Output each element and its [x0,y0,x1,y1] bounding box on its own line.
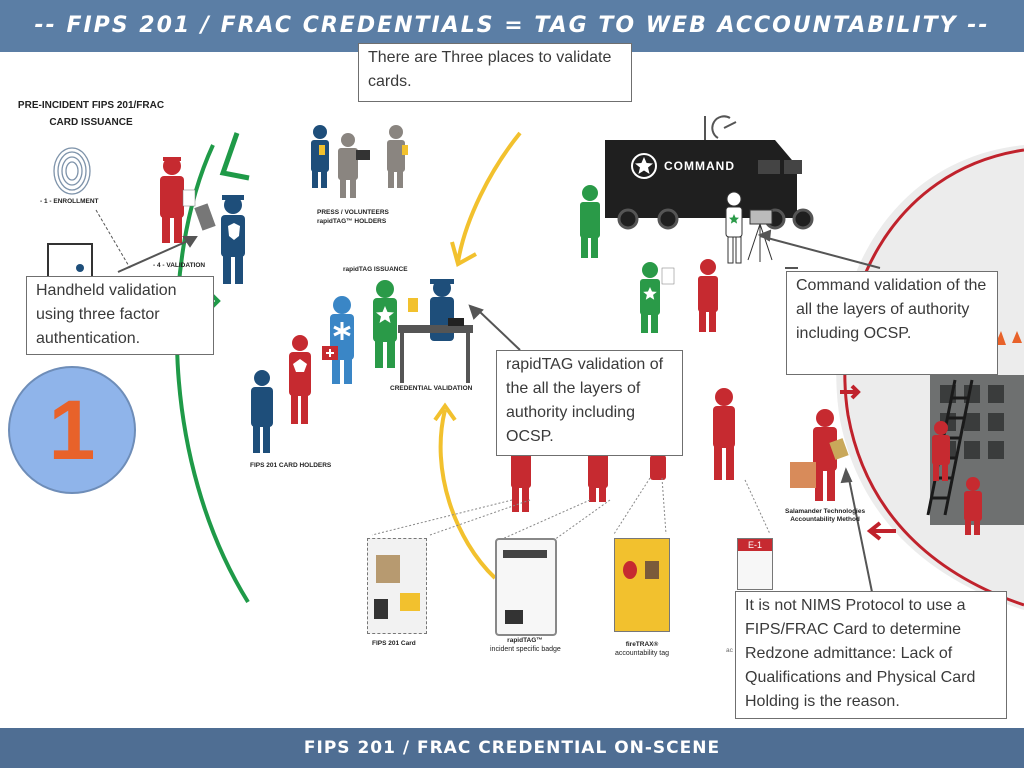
salamander-label: Salamander Technologies Accountability M… [785,508,865,524]
maltese-cross-icon [293,359,307,372]
firetrax-caption: fireTRAX® accountability tag [607,640,677,658]
command-truck-icon [605,140,814,230]
command-truck-label: COMMAND [664,159,735,173]
pre-incident-heading: PRE-INCIDENT FIPS 201/FRAC CARD ISSUANCE [16,97,166,131]
enrollment-label: - 1 - ENROLLMENT [40,198,99,205]
responder-green-figure [580,185,600,258]
firefighter-figure [160,157,184,243]
building-firefighters [932,421,982,535]
press-figures [311,125,408,198]
page-title: -- FIPS 201 / FRAC CREDENTIALS = TAG TO … [34,13,990,38]
satellite-dish-icon [704,115,737,140]
press-label-line2: rapidTAG™ HOLDERS [317,218,387,225]
command-operator-figure [725,191,773,264]
fireground-scene [836,145,1024,610]
firetrax-title: fireTRAX® [625,641,659,648]
rapidtag-badge-image [495,538,557,636]
callout-pointers [117,229,881,593]
yellow-flow-arc [456,131,522,263]
green-flow-arc [174,144,250,604]
rapidtag-badge-subtitle: incident specific badge [490,646,561,653]
firefighter-row [511,388,735,512]
pre-incident-heading-line2: CARD ISSUANCE [49,117,133,128]
footer-bar: FIPS 201 / FRAC CREDENTIAL ON-SCENE [0,728,1024,768]
press-label-line1: PRESS / VOLUNTEERS [317,209,389,216]
handheld-validation-callout: Handheld validation using three factor a… [26,276,214,355]
step-number: 1 [48,383,96,477]
star-icon [376,306,394,323]
salamander-label-line2: Accountability Method [790,516,860,523]
salamander-label-line1: Salamander Technologies [785,508,866,515]
diagram-canvas [47,115,1024,610]
police-badge-icon [228,223,240,240]
credential-validation-label: CREDENTIAL VALIDATION [390,385,473,392]
nims-protocol-callout: It is not NIMS Protocol to use a FIPS/FR… [735,591,1007,719]
salamander-firefighter [790,409,849,501]
validation-label: - 4 - VALIDATION [153,262,206,269]
press-volunteers-label: PRESS / VOLUNTEERS rapidTAG™ HOLDERS [317,208,389,226]
fingerprint-icon [53,147,91,195]
issuance-group [373,279,473,383]
rapidtag-badge-caption: rapidTAG™ incident specific badge [490,636,561,654]
fips-card-caption: FIPS 201 Card [372,640,416,647]
rapidtag-issuance-label: rapidTAG ISSUANCE [343,266,408,273]
e1-tag-label: E-1 [738,539,772,551]
tag-exchange-pair [640,259,718,333]
firetrax-tag-image [614,538,670,632]
fips-card-holders-label: FIPS 201 CARD HOLDERS [250,462,332,469]
three-places-callout: There are Three places to validate cards… [358,43,632,102]
handheld-reader [194,203,216,231]
fips-201-card-image [367,538,427,634]
police-officer-figure [221,195,245,284]
star-of-life-icon [333,322,351,340]
rapidtag-validation-callout: rapidTAG validation of the all the layer… [496,350,683,456]
command-validation-callout: Command validation of the all the layers… [786,271,998,375]
truncated-caption: ac [726,647,733,654]
firetrax-subtitle: accountability tag [614,650,670,657]
footer-title: FIPS 201 / FRAC CREDENTIAL ON-SCENE [303,738,721,758]
card-holders-group [251,296,354,453]
e1-tag-image: E-1 [737,538,773,590]
rapidtag-badge-title: rapidTAG™ [507,637,543,644]
step-number-badge: 1 [8,366,136,494]
pre-incident-heading-line1: PRE-INCIDENT FIPS 201/FRAC [17,100,165,111]
